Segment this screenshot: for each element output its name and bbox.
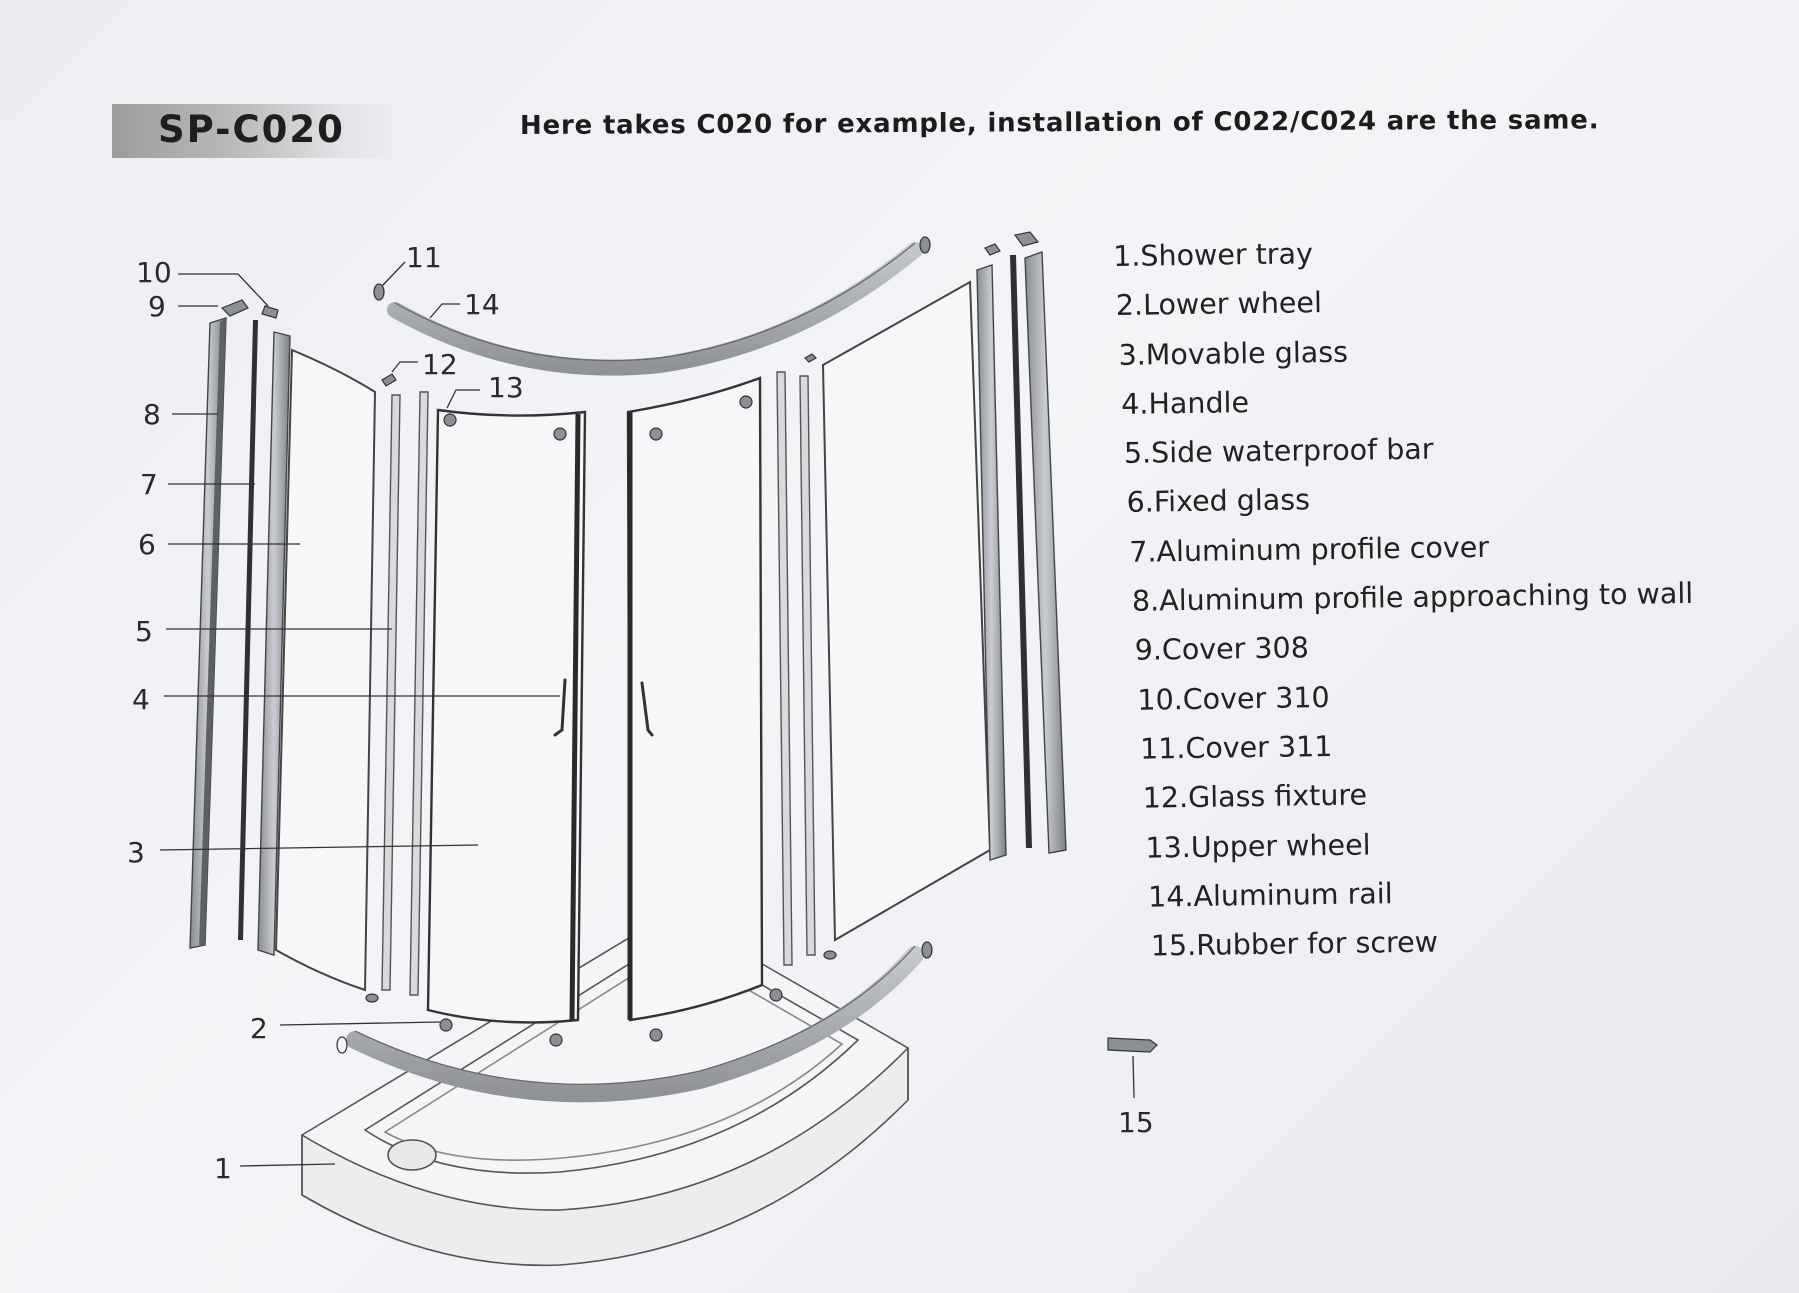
callout-4: 4 — [132, 683, 150, 716]
lower-rail — [346, 946, 924, 1103]
callout-7: 7 — [140, 468, 158, 501]
glass-fixture-icon — [381, 373, 397, 387]
right-fixed-glass — [821, 280, 992, 942]
handle-icon — [553, 678, 654, 737]
cover-310-icon — [261, 305, 279, 319]
callout-11: 11 — [406, 241, 442, 274]
callout-1: 1 — [214, 1152, 232, 1185]
left-fixed-glass — [274, 348, 377, 992]
callout-2: 2 — [250, 1012, 268, 1045]
callout-14: 14 — [464, 288, 500, 321]
callout-15: 15 — [1118, 1106, 1154, 1139]
callout-numbers: 10 9 8 7 6 5 4 3 2 1 11 14 12 13 15 — [127, 241, 1154, 1185]
callout-12: 12 — [422, 348, 458, 381]
callout-10: 10 — [136, 256, 172, 289]
top-cap-icon — [984, 243, 1001, 256]
lower-rail-edge — [354, 945, 916, 1085]
top-cap-icon — [1013, 231, 1040, 247]
model-code: SP-C020 — [158, 108, 345, 151]
callout-8: 8 — [143, 398, 161, 431]
right-waterproof-bars — [776, 371, 816, 966]
screw-rubber-icon — [1107, 1037, 1158, 1053]
lower-wheel-icon — [439, 988, 783, 1047]
leader-lines — [159, 261, 1135, 1167]
rail-clip-icon — [804, 353, 817, 363]
left-wall-profiles — [189, 317, 291, 956]
callout-5: 5 — [135, 615, 153, 648]
upper-rail-edge — [394, 242, 916, 362]
callout-3: 3 — [127, 836, 145, 869]
callout-13: 13 — [488, 371, 524, 404]
right-wall-profiles — [976, 251, 1067, 861]
model-badge: SP-C020 — [112, 104, 402, 158]
cover-311-icon — [373, 283, 385, 301]
upper-wheel-icon — [443, 395, 753, 441]
rubber-plug-icon — [365, 993, 379, 1003]
rubber-plug-icon — [921, 941, 933, 959]
callout-9: 9 — [148, 290, 166, 323]
left-waterproof-bars — [381, 391, 429, 996]
left-movable-glass — [426, 408, 587, 1024]
fittings — [220, 231, 1158, 1054]
rubber-plug-icon — [336, 1036, 348, 1054]
callout-6: 6 — [138, 528, 156, 561]
right-movable-glass — [626, 376, 764, 1022]
rail-end-cap-icon — [919, 236, 931, 254]
cover-308-icon — [220, 299, 249, 317]
rubber-plug-icon — [823, 950, 837, 960]
upper-rail — [387, 242, 923, 376]
